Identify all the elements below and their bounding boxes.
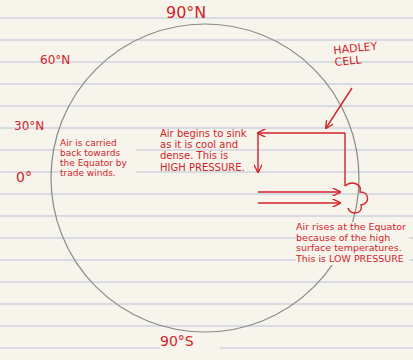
high-pressure-note: Air begins to sink as it is cool and den… [160, 128, 254, 173]
low-pressure-note: Air rises at the Equator because of the … [296, 222, 409, 265]
earth-circle [51, 24, 359, 332]
trade-wind-note: Air is carried back towards the Equator … [60, 138, 136, 178]
latitude-label: 30°N [14, 120, 56, 133]
cell-label: HADLEY CELL [333, 39, 395, 70]
latitude-label: 60°N [40, 54, 86, 67]
latitude-label: 0° [16, 170, 46, 186]
latitude-label: 90°N [166, 4, 226, 22]
hadley-cell-arrows [258, 88, 368, 213]
latitude-label: 90°S [160, 334, 220, 350]
cloud-symbol [345, 183, 368, 213]
